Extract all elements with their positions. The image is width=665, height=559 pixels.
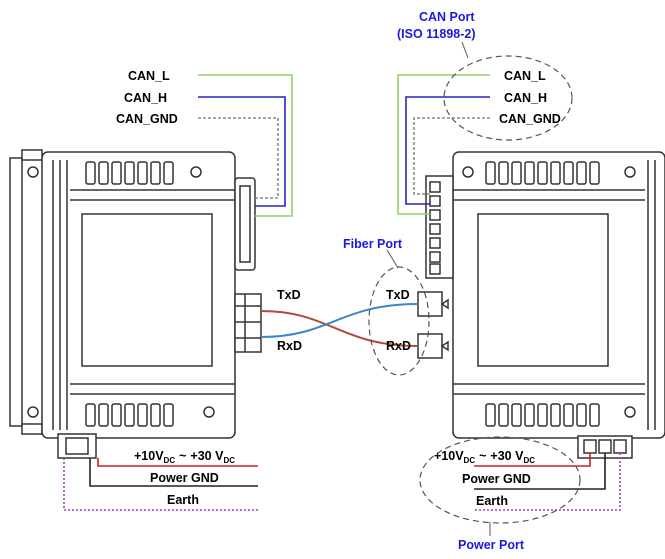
left-earth-wire: [63, 458, 258, 511]
left-top-vents: [85, 161, 202, 185]
fiber-port-title: Fiber Port: [343, 237, 403, 251]
txd-fiber-cable: [260, 310, 419, 347]
right-fiber-rx-port: [417, 333, 443, 359]
right-power-wiring: [474, 453, 621, 511]
rxd-fiber-cable: [260, 303, 419, 338]
left-converter-module: [9, 149, 262, 459]
left-power-wiring: [63, 458, 258, 511]
right-can-h-wire: [405, 96, 490, 205]
left-can-h-label: CAN_H: [124, 91, 167, 105]
right-plus-wire: [474, 453, 591, 467]
right-gnd-wire: [474, 453, 606, 490]
left-rxd-label: RxD: [277, 339, 302, 353]
right-can-l-wire: [397, 74, 490, 215]
can-port-pointer: [461, 41, 469, 59]
right-voltage-range: +10VDC~+30 VDC: [434, 449, 535, 465]
fiber-cables: [260, 303, 419, 347]
left-can-l-wire: [198, 74, 293, 217]
right-can-h-label: CAN_H: [504, 91, 547, 105]
left-earth-label: Earth: [167, 493, 199, 507]
left-can-gnd-label: CAN_GND: [116, 112, 178, 126]
right-earth-wire: [474, 453, 621, 511]
right-bottom-vents: [485, 403, 600, 427]
left-plus-wire: [97, 458, 258, 467]
left-txd-label: TxD: [277, 288, 301, 302]
can-port-standard: (ISO 11898-2): [397, 27, 476, 41]
right-txd-label: TxD: [386, 288, 410, 302]
right-top-vents: [462, 161, 600, 185]
right-can-gnd-label: CAN_GND: [499, 112, 561, 126]
right-power-gnd-label: Power GND: [462, 472, 531, 486]
right-earth-label: Earth: [476, 494, 508, 508]
left-can-wiring: [198, 74, 293, 217]
left-bottom-vents: [85, 403, 215, 427]
left-can-h-wire: [198, 96, 286, 207]
can-port-highlight: [443, 55, 573, 141]
left-fiber-connector: [234, 293, 262, 353]
power-port-title: Power Port: [458, 538, 525, 552]
power-port-highlight: [419, 436, 581, 524]
right-fiber-tx-port: [417, 291, 443, 317]
right-can-l-label: CAN_L: [504, 69, 546, 83]
fiber-port-pointer: [386, 249, 399, 269]
left-can-l-label: CAN_L: [128, 69, 170, 83]
can-port-title: CAN Port: [419, 10, 475, 24]
right-converter-module: [417, 151, 665, 459]
right-rxd-label: RxD: [386, 339, 411, 353]
left-can-gnd-wire: [198, 117, 279, 199]
left-power-gnd-label: Power GND: [150, 471, 219, 485]
left-voltage-range: +10VDC~+30 VDC: [134, 449, 235, 465]
fiber-port-highlight: [368, 266, 430, 376]
left-gnd-wire: [89, 458, 258, 487]
